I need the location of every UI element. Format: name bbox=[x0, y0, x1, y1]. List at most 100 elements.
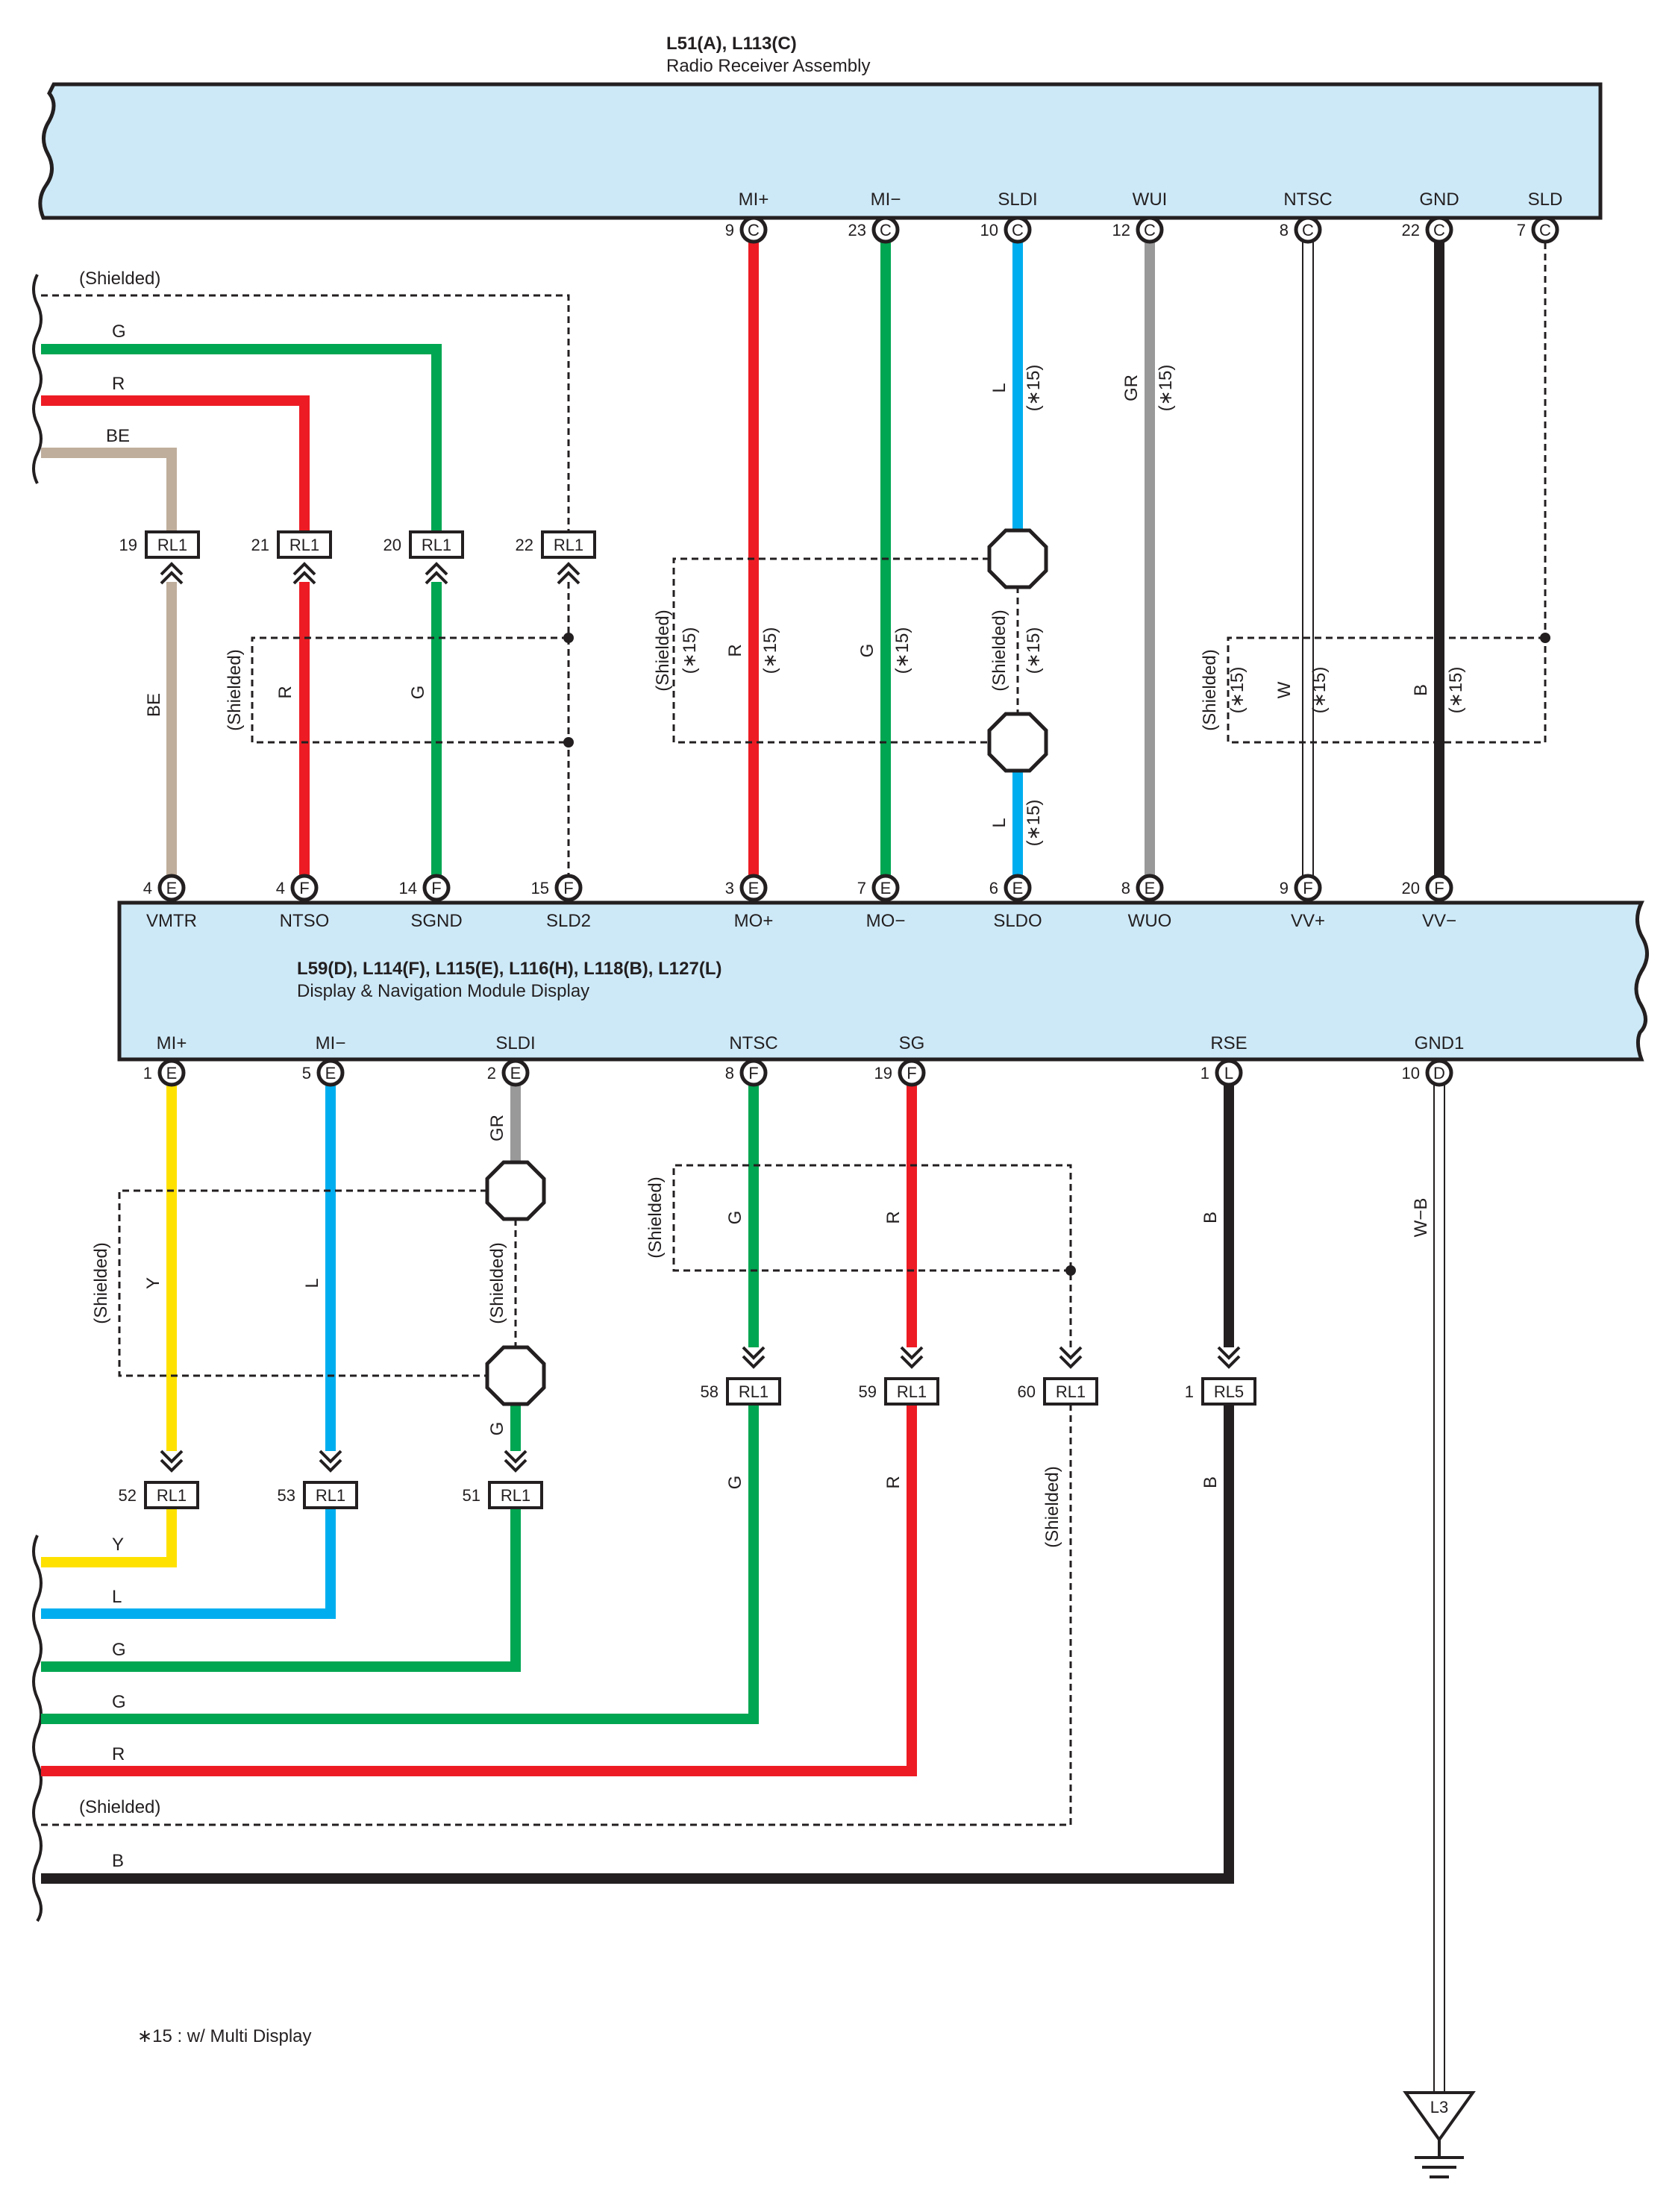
label-r: R bbox=[112, 1744, 125, 1764]
svg-text:RL5: RL5 bbox=[1214, 1382, 1244, 1401]
label-g-vertical: G bbox=[857, 644, 877, 658]
wire-r-upper bbox=[41, 395, 310, 548]
label-star15: (∗15) bbox=[892, 627, 912, 674]
svg-text:E: E bbox=[510, 1064, 522, 1082]
label-g: G bbox=[112, 322, 126, 342]
label-shielded-vertical: (Shielded) bbox=[487, 1242, 507, 1323]
pin-name-mi-plus-2: MI+ bbox=[157, 1033, 187, 1053]
shield-ground-octagon bbox=[989, 530, 1046, 587]
pin-1e: E1 bbox=[143, 1059, 186, 1087]
splice-dot bbox=[1065, 1265, 1076, 1276]
svg-text:1: 1 bbox=[1185, 1382, 1194, 1401]
pin-name-sld2: SLD2 bbox=[546, 911, 591, 931]
label-star15: (∗15) bbox=[1446, 667, 1466, 714]
connector-rl1-51: RL1 51 bbox=[463, 1450, 543, 1509]
shield-box-ntsc bbox=[1227, 636, 1547, 744]
svg-text:E: E bbox=[748, 879, 760, 897]
radio-pin-circles: C9 C23 C10 C12 C8 C22 C7 bbox=[725, 216, 1559, 244]
label-l-vertical: L bbox=[989, 383, 1009, 392]
svg-text:7: 7 bbox=[1517, 221, 1526, 239]
svg-text:RL1: RL1 bbox=[739, 1382, 768, 1401]
label-star15: (∗15) bbox=[760, 627, 780, 674]
wire-y bbox=[41, 1488, 177, 1567]
pin-7c: C7 bbox=[1517, 216, 1559, 244]
ground-label: L3 bbox=[1430, 2098, 1448, 2117]
label-y: Y bbox=[112, 1535, 124, 1555]
label-shielded-vertical: (Shielded) bbox=[989, 610, 1009, 691]
label-star15: (∗15) bbox=[1024, 627, 1044, 674]
svg-text:F: F bbox=[299, 879, 309, 897]
display-bottom-pin-circles: E1 E5 E2 F8 F19 L1 D10 bbox=[143, 1059, 1453, 1087]
splice-dot bbox=[563, 633, 574, 643]
pin-name-mo-minus: MO− bbox=[866, 911, 906, 931]
wire-l bbox=[41, 1488, 336, 1619]
svg-text:9: 9 bbox=[725, 221, 734, 239]
pin-name-sldi-2: SLDI bbox=[495, 1033, 535, 1053]
pin-8c: C8 bbox=[1280, 216, 1322, 244]
pin-12c: C12 bbox=[1112, 216, 1164, 244]
left-break-marks bbox=[32, 274, 43, 1923]
label-star15: (∗15) bbox=[1227, 667, 1247, 714]
pin-10c: C10 bbox=[980, 216, 1032, 244]
pin-name-mi-plus: MI+ bbox=[739, 189, 769, 210]
pin-name-sldi: SLDI bbox=[998, 189, 1037, 210]
radio-to-display-wire-labels: (Shielded) (∗15) R (∗15) G (∗15) L (∗15)… bbox=[653, 365, 1466, 847]
svg-text:D: D bbox=[1433, 1064, 1445, 1082]
label-shielded: (Shielded) bbox=[79, 1797, 160, 1817]
svg-text:C: C bbox=[1144, 221, 1156, 239]
pin-name-sgnd: SGND bbox=[410, 911, 462, 931]
label-shielded-vertical: (Shielded) bbox=[225, 649, 245, 730]
pin-6e: E6 bbox=[989, 874, 1032, 902]
svg-text:RL1: RL1 bbox=[316, 1486, 345, 1505]
svg-text:23: 23 bbox=[848, 221, 866, 239]
label-be-vertical: BE bbox=[144, 693, 164, 717]
label-b: B bbox=[112, 1851, 124, 1871]
pin-15f: F15 bbox=[531, 874, 583, 902]
label-be: BE bbox=[106, 426, 130, 446]
pin-name-ntsc: NTSC bbox=[1283, 189, 1332, 210]
svg-text:6: 6 bbox=[989, 879, 998, 897]
wire-r-59 bbox=[41, 1385, 917, 1776]
lower-wire-labels: Y L G G R (Shielded) B (Shielded) Y L GR… bbox=[79, 1115, 1431, 1871]
pin-23c: C23 bbox=[848, 216, 900, 244]
shield-box-upper-left bbox=[251, 636, 569, 744]
label-r-vertical: R bbox=[725, 644, 745, 657]
connector-rl1-21: RL1 21 bbox=[251, 530, 332, 585]
connector-rl1-53: RL1 53 bbox=[278, 1450, 358, 1509]
wire-shielded-60 bbox=[41, 1385, 1072, 1826]
display-module: L59(D), L114(F), L115(E), L116(H), L118(… bbox=[117, 900, 1649, 1062]
pin-14f: F14 bbox=[399, 874, 451, 902]
label-star15: (∗15) bbox=[680, 627, 700, 674]
label-l-vertical: L bbox=[989, 818, 1009, 827]
shield-ground-octagon bbox=[487, 1162, 544, 1219]
svg-text:F: F bbox=[431, 879, 441, 897]
svg-text:22: 22 bbox=[516, 536, 533, 554]
label-r-vertical: R bbox=[275, 686, 295, 698]
label-g: G bbox=[112, 1640, 126, 1660]
pin-name-wui: WUI bbox=[1133, 189, 1168, 210]
shield-ground-octagon bbox=[487, 1347, 544, 1404]
pin-9f: F9 bbox=[1280, 874, 1322, 902]
svg-text:RL1: RL1 bbox=[157, 1486, 187, 1505]
radio-receiver-subtitle: Radio Receiver Assembly bbox=[666, 56, 870, 76]
label-shielded-vertical: (Shielded) bbox=[91, 1242, 111, 1323]
label-l-vertical: L bbox=[302, 1278, 322, 1288]
pin-19f: F19 bbox=[874, 1059, 926, 1087]
label-star15: (∗15) bbox=[1024, 365, 1044, 412]
connector-rl5-1: RL5 1 bbox=[1185, 1346, 1256, 1406]
pin-20f: F20 bbox=[1402, 874, 1453, 902]
svg-text:F: F bbox=[563, 879, 573, 897]
wire-be-upper bbox=[41, 448, 177, 548]
pin-name-rse: RSE bbox=[1210, 1033, 1247, 1053]
shield-box-mi bbox=[672, 557, 989, 744]
svg-text:51: 51 bbox=[463, 1486, 480, 1505]
pin-22c: C22 bbox=[1402, 216, 1453, 244]
connector-rl1-60: RL1 60 bbox=[1018, 1346, 1098, 1406]
svg-text:1: 1 bbox=[1200, 1064, 1209, 1082]
shield-ground-octagon bbox=[989, 714, 1046, 771]
wire-g-58 bbox=[41, 1385, 759, 1724]
label-gr-vertical: GR bbox=[1121, 375, 1142, 401]
shield-box-lower-left bbox=[118, 1189, 487, 1377]
lower-wires bbox=[41, 1073, 1445, 2093]
svg-text:C: C bbox=[1539, 221, 1551, 239]
